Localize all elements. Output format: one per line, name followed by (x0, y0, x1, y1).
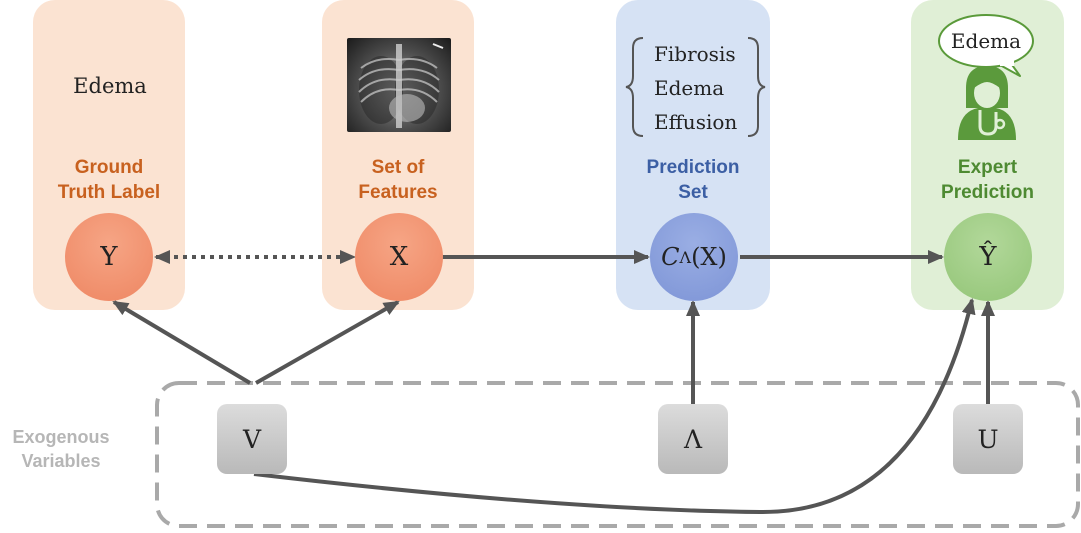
expert-title: Expert Prediction (941, 157, 1034, 203)
prediction-set-title: Prediction Set (646, 157, 740, 203)
exo-lambda: Λ (658, 404, 728, 474)
node-c-arg: (X) (691, 243, 727, 271)
ground-truth-example: Edema (73, 74, 147, 98)
node-yhat: Ŷ (944, 213, 1032, 301)
exo-v: V (217, 404, 287, 474)
exo-u: U (953, 404, 1023, 474)
node-y: Y (65, 213, 153, 301)
node-x: X (355, 213, 443, 301)
chest-xray-image (347, 38, 451, 132)
expert-speech-text: Edema (950, 29, 1022, 53)
set-item-effusion: Effusion (654, 110, 738, 134)
node-c-subscript: Λ (679, 247, 692, 267)
ground-truth-title: Ground Truth Label (57, 157, 161, 203)
v-to-yhat-curved-arrow (253, 298, 976, 515)
set-item-fibrosis: Fibrosis (654, 42, 736, 66)
prediction-set-items: Fibrosis Edema Effusion (654, 37, 754, 139)
node-c-symbol: C (661, 243, 680, 271)
exogenous-box (155, 381, 1080, 528)
v-to-y-arrow (112, 300, 252, 385)
v-to-x-arrow (255, 300, 400, 385)
features-title: Set of Features (358, 157, 438, 203)
set-item-edema: Edema (654, 76, 725, 100)
exogenous-label: Exogenous Variables (12, 427, 110, 471)
